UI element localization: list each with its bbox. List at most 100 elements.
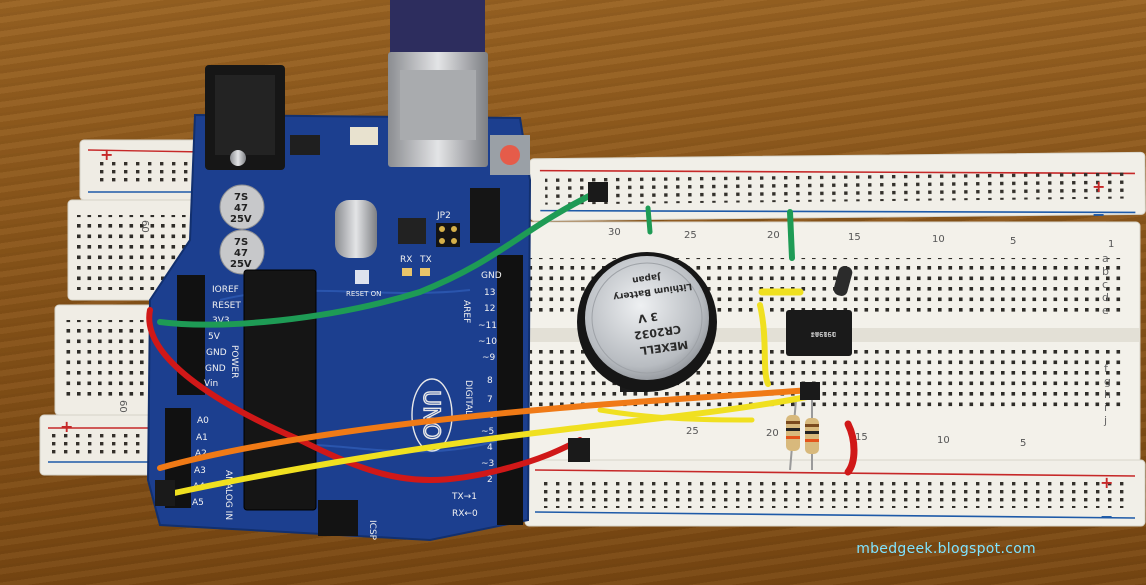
pin-a5: A5 xyxy=(192,498,204,508)
row-letter-j: j xyxy=(1103,414,1107,427)
wire-connector-analog xyxy=(155,480,175,506)
row-letter-i: i xyxy=(1104,401,1107,414)
wire-yellow-vertical xyxy=(757,302,771,387)
column-number-1: 1 xyxy=(1108,239,1114,250)
pin-a3: A3 xyxy=(194,466,206,476)
pin-3v3: 3V3 xyxy=(212,316,230,326)
capacitor-2: 7S 47 25V xyxy=(219,229,265,275)
icsp-label: ICSP xyxy=(367,520,377,541)
pin-10: ~10 xyxy=(478,337,497,347)
column-number-5: 5 xyxy=(1010,236,1016,247)
tx-led xyxy=(420,268,430,276)
pin-a1: A1 xyxy=(196,433,208,443)
wire-red-long xyxy=(146,307,583,483)
pin-gnd-1: GND xyxy=(206,348,227,358)
wire-green-short xyxy=(787,209,795,261)
pin-7: 7 xyxy=(487,395,493,405)
wire-yellow-board xyxy=(597,407,755,423)
icsp-header-top xyxy=(470,188,500,243)
rail-plus-sign-bottom: + xyxy=(1100,473,1113,492)
usb-chip xyxy=(398,218,426,244)
column-number-25-bottom: 25 xyxy=(686,426,699,437)
aref-label: AREF xyxy=(461,300,471,323)
column-number-20: 20 xyxy=(767,230,780,241)
pin-11: ~11 xyxy=(478,321,497,331)
pin-a2: A2 xyxy=(195,449,207,459)
pin-gnd-2: GND xyxy=(205,364,226,374)
column-number-60-bottom: 60 xyxy=(117,400,128,413)
column-number-20-bottom: 20 xyxy=(766,428,779,439)
pin-12: 12 xyxy=(484,304,495,314)
resistor-1 xyxy=(786,399,800,471)
column-number-15-bottom: 15 xyxy=(855,432,868,443)
crystal-oscillator xyxy=(335,200,377,258)
wire-connector-red xyxy=(568,438,590,462)
fuse xyxy=(350,127,378,145)
wire-red-short xyxy=(844,420,858,476)
capacitor-1: 7S 47 25V xyxy=(219,184,265,230)
digital-header xyxy=(497,255,523,525)
reset-button xyxy=(490,135,530,175)
pin-reset: RESET xyxy=(212,301,241,311)
digital-header-label: DIGITAL xyxy=(463,380,473,415)
rail-plus-sign-left-top: + xyxy=(100,145,113,164)
row-letter-d: d xyxy=(1102,291,1109,304)
wire-green-short-left xyxy=(645,205,653,235)
wire-yellow-long xyxy=(162,393,815,498)
ic-label-1: DS1307 xyxy=(811,330,836,338)
row-letter-h: h xyxy=(1104,388,1111,401)
column-number-5-bottom: 5 xyxy=(1020,438,1026,449)
pin-3: ~3 xyxy=(481,459,494,469)
rail-minus-sign: − xyxy=(1092,205,1105,224)
uno-logo-text: UNO xyxy=(418,390,443,440)
rx-label: RX xyxy=(400,255,412,265)
voltage-regulator xyxy=(290,135,320,155)
pin-13: 13 xyxy=(484,288,495,298)
capacitor-1-line-1: 7S xyxy=(234,192,248,203)
pin-ioref: IOREF xyxy=(212,285,239,295)
analog-header-label: ANALOG IN xyxy=(223,470,233,520)
row-letter-c: c xyxy=(1102,278,1108,291)
row-letter-a: a xyxy=(1102,252,1109,265)
column-number-10: 10 xyxy=(932,234,945,245)
watermark-text: mbedgeek.blogspot.com xyxy=(856,541,1036,557)
wire-connector-orange-yellow xyxy=(800,382,820,400)
column-number-10-bottom: 10 xyxy=(937,435,950,446)
atmega-microcontroller xyxy=(243,269,317,511)
capacitor-2-line-2: 47 xyxy=(234,248,248,259)
pin-gnd-digital: GND xyxy=(481,271,502,281)
wire-connector-green xyxy=(588,182,608,202)
resistor-2 xyxy=(805,400,819,470)
row-letter-b: b xyxy=(1102,265,1109,278)
column-number-25: 25 xyxy=(684,230,697,241)
coin-cell-battery: MEXELL CR2032 3 V Lithium Battery Japan xyxy=(577,252,717,392)
usb-b-port xyxy=(388,0,488,167)
dc-power-jack xyxy=(205,65,285,170)
pin-8: 8 xyxy=(487,376,493,386)
row-letter-e: e xyxy=(1102,304,1109,317)
wire-green-long xyxy=(157,189,600,328)
column-number-30: 30 xyxy=(608,227,621,238)
on-led xyxy=(355,270,369,284)
column-number-60: 60 xyxy=(139,220,150,233)
column-number-15: 15 xyxy=(848,232,861,243)
capacitor-2-line-1: 7S xyxy=(234,237,248,248)
row-letter-g: g xyxy=(1104,375,1111,388)
pin-vin: Vin xyxy=(204,379,218,389)
rail-plus-sign: + xyxy=(1092,177,1105,196)
power-header-label: POWER xyxy=(229,345,239,378)
32khz-crystal xyxy=(833,266,853,296)
breadboard-bottom-rail xyxy=(524,459,1146,527)
icsp-header-bottom xyxy=(318,500,358,536)
pin-5: ~5 xyxy=(481,427,494,437)
battery-line-origin: Japan xyxy=(631,271,661,285)
reset-on-label: RESET ON xyxy=(346,290,381,298)
row-letter-f: f xyxy=(1104,362,1109,375)
jp2-header xyxy=(436,223,460,247)
pin-9: ~9 xyxy=(482,353,496,363)
battery-line-voltage: 3 V xyxy=(637,310,659,326)
rail-plus-sign-left: + xyxy=(60,417,73,436)
pin-2: 2 xyxy=(487,475,493,485)
wire-orange-long xyxy=(157,387,813,471)
